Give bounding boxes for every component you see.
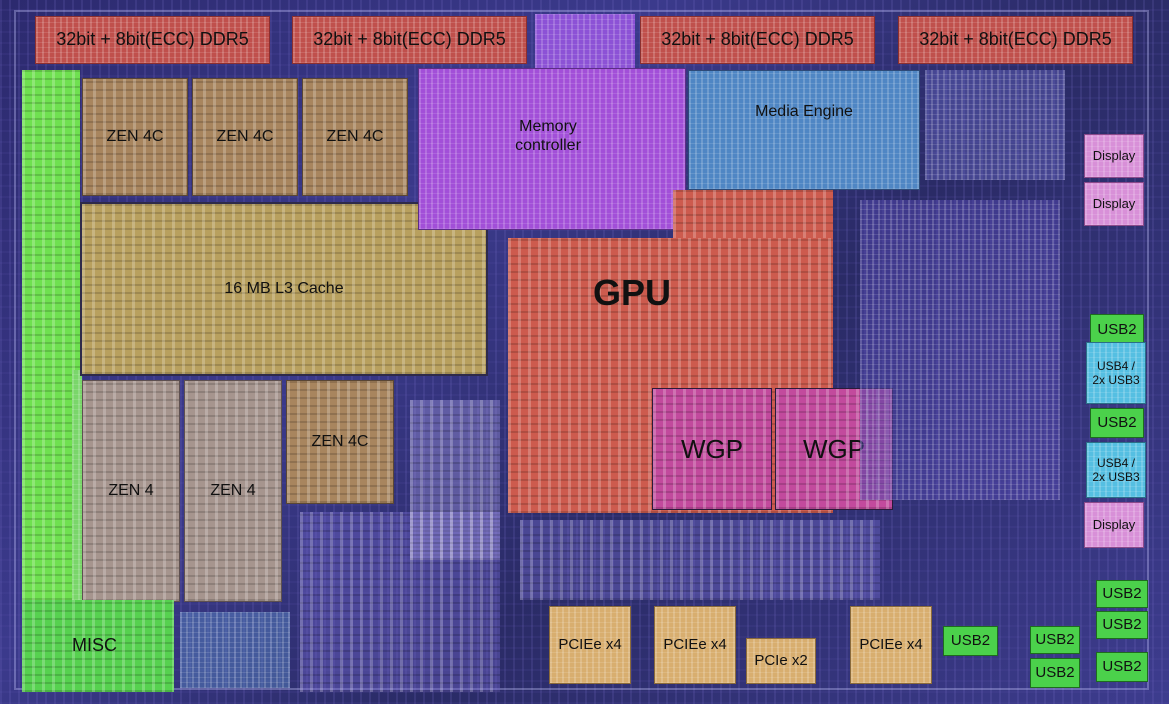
usb2-phy-3: USB2 (943, 626, 998, 656)
ddr5-phy-4: 32bit + 8bit(ECC) DDR5 (898, 16, 1133, 64)
zen4c-core-2: ZEN 4C (192, 78, 298, 196)
logic-block-2 (300, 512, 500, 692)
zen4c-core-1: ZEN 4C (82, 78, 188, 196)
ddr5-phy-3: 32bit + 8bit(ECC) DDR5 (640, 16, 875, 64)
pcie-phy-4: PCIEe x4 (850, 606, 932, 684)
usb2-phy-6-label: USB2 (1102, 585, 1142, 603)
misc-label: MISC (72, 635, 117, 656)
usb2-phy-4: USB2 (1030, 626, 1080, 654)
usb2-phy-1-label: USB2 (1097, 321, 1137, 339)
ddr5-phy-3-label: 32bit + 8bit(ECC) DDR5 (661, 29, 854, 50)
ddr5-phy-2-label: 32bit + 8bit(ECC) DDR5 (313, 29, 506, 50)
zen4-core-1-label: ZEN 4 (108, 481, 154, 499)
pcie-phy-2: PCIEe x4 (654, 606, 736, 684)
usb4-phy-1-label: USB4 / 2x USB3 (1092, 358, 1140, 387)
pcie-phy-3: PCIe x2 (746, 638, 816, 684)
usb4-phy-2: USB4 / 2x USB3 (1086, 442, 1146, 498)
left-io-strip-inner (72, 370, 82, 600)
logic-block-1 (860, 200, 1060, 500)
usb2-phy-6: USB2 (1096, 580, 1148, 608)
display-phy-1: Display (1084, 134, 1144, 178)
logic-block-5 (410, 400, 500, 560)
display-phy-2: Display (1084, 182, 1144, 226)
gpu-upper-region (673, 190, 833, 240)
logic-block-3 (520, 520, 880, 600)
ddr5-phy-4-label: 32bit + 8bit(ECC) DDR5 (919, 29, 1112, 50)
left-io-strip (22, 70, 80, 600)
pcie-phy-3-label: PCIe x2 (754, 652, 808, 670)
media-engine: Media Engine (688, 70, 920, 190)
wgp-2-label: WGP (802, 433, 866, 464)
zen4-core-1: ZEN 4 (82, 380, 180, 602)
display-phy-3-label: Display (1092, 517, 1136, 533)
pcie-phy-1-label: PCIEe x4 (558, 636, 622, 654)
zen4-core-2: ZEN 4 (184, 380, 282, 602)
pcie-phy-1: PCIEe x4 (549, 606, 631, 684)
usb2-phy-5: USB2 (1030, 658, 1080, 688)
usb4-phy-2-label: USB4 / 2x USB3 (1092, 455, 1140, 484)
logic-block-4 (925, 70, 1065, 180)
usb2-phy-2-label: USB2 (1097, 414, 1137, 432)
zen4c-core-4-label: ZEN 4C (311, 432, 369, 450)
usb2-phy-1: USB2 (1090, 314, 1144, 346)
usb2-phy-7: USB2 (1096, 611, 1148, 639)
usb4-phy-1: USB4 / 2x USB3 (1086, 342, 1146, 404)
gpu-label: GPU (593, 272, 672, 313)
usb2-phy-7-label: USB2 (1102, 616, 1142, 634)
zen4c-core-3: ZEN 4C (302, 78, 408, 196)
misc-block: MISC (22, 600, 174, 692)
display-phy-2-label: Display (1092, 196, 1136, 212)
ddr5-phy-1-label: 32bit + 8bit(ECC) DDR5 (56, 29, 249, 50)
usb2-phy-8-label: USB2 (1102, 658, 1142, 676)
memory-bridge (535, 14, 635, 70)
zen4c-core-1-label: ZEN 4C (106, 127, 164, 145)
zen4c-core-4: ZEN 4C (286, 380, 394, 504)
usb2-phy-3-label: USB2 (950, 632, 991, 650)
usb2-phy-2: USB2 (1090, 408, 1144, 438)
logic-block-6 (180, 612, 290, 688)
usb2-phy-4-label: USB2 (1035, 631, 1075, 649)
usb2-phy-8: USB2 (1096, 652, 1148, 682)
zen4c-core-3-label: ZEN 4C (326, 127, 384, 145)
l3-cache: 16 MB L3 Cache (80, 202, 488, 376)
display-phy-1-label: Display (1092, 148, 1136, 164)
l3-cache-label: 16 MB L3 Cache (224, 279, 344, 297)
memory-controller-label: Memory controller (515, 118, 581, 154)
pcie-phy-2-label: PCIEe x4 (663, 636, 727, 654)
pcie-phy-4-label: PCIEe x4 (859, 636, 923, 654)
zen4-core-2-label: ZEN 4 (210, 481, 256, 499)
memory-controller: Memory controller (418, 68, 686, 230)
zen4c-core-2-label: ZEN 4C (216, 127, 274, 145)
ddr5-phy-1: 32bit + 8bit(ECC) DDR5 (35, 16, 270, 64)
ddr5-phy-2: 32bit + 8bit(ECC) DDR5 (292, 16, 527, 64)
display-phy-3: Display (1084, 502, 1144, 548)
wgp-1: WGP (652, 388, 772, 510)
media-engine-label: Media Engine (755, 103, 853, 120)
wgp-1-label: WGP (680, 433, 744, 464)
usb2-phy-5-label: USB2 (1035, 664, 1075, 682)
